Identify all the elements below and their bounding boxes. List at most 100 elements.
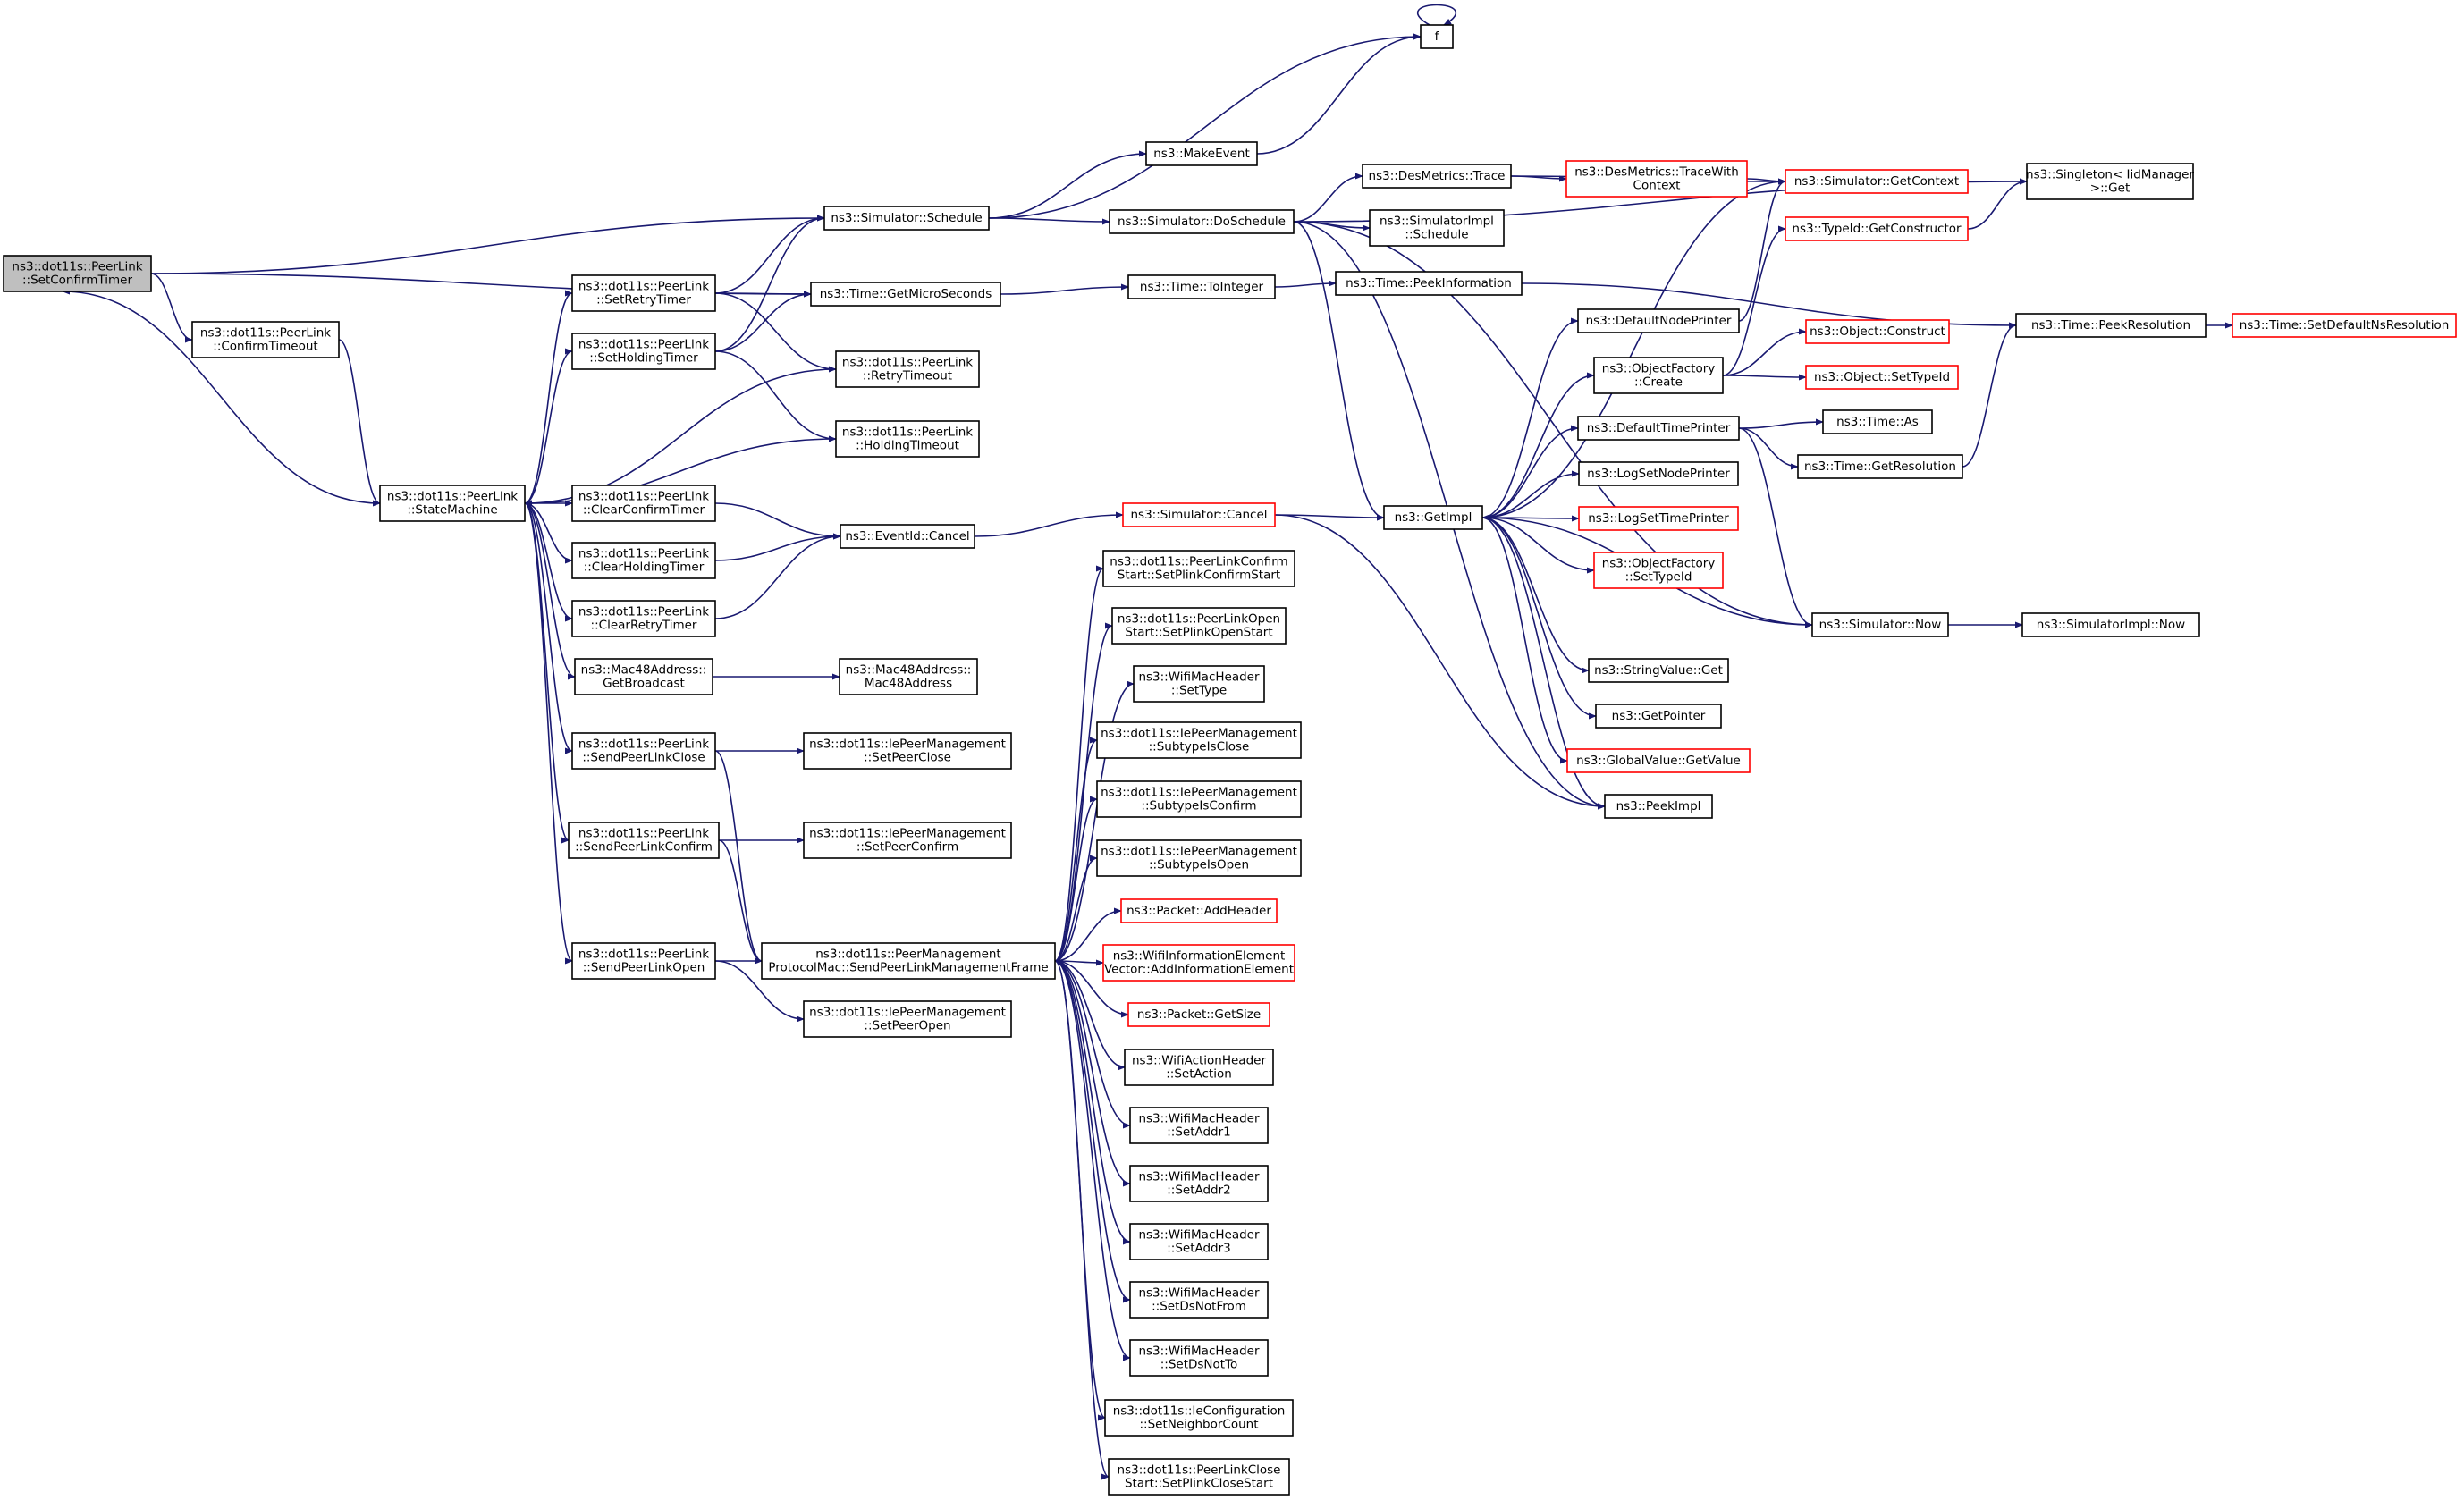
node-clearretrytimer[interactable]: ns3::dot11s::PeerLink::ClearRetryTimer [571, 600, 716, 637]
node-getresolution[interactable]: ns3::Time::GetResolution [1797, 454, 1963, 479]
node-setplinkopenstart[interactable]: ns3::dot11s::PeerLinkOpenStart::SetPlink… [1111, 607, 1287, 645]
node-confirmtimeout[interactable]: ns3::dot11s::PeerLink::ConfirmTimeout [191, 321, 340, 358]
node-singletonget[interactable]: ns3::Singleton< IidManager >::Get [2026, 163, 2194, 200]
node-subtypeisconfirm[interactable]: ns3::dot11s::IePeerManagement::SubtypeIs… [1096, 780, 1302, 818]
node-peekinformation[interactable]: ns3::Time::PeekInformation [1335, 271, 1523, 296]
node-makeevent[interactable]: ns3::MakeEvent [1145, 141, 1258, 166]
node-defaulttimeprinter[interactable]: ns3::DefaultTimePrinter [1577, 416, 1740, 441]
call-arrow [1481, 517, 1568, 764]
call-edge-sendpeerlinkclose-to-sendmgmtframe [714, 750, 763, 965]
node-box [571, 600, 716, 637]
node-label: ns3::Simulator::Schedule [831, 211, 982, 225]
node-timeas[interactable]: ns3::Time::As [1822, 409, 1933, 434]
node-retrytimeout[interactable]: ns3::dot11s::PeerLink::RetryTimeout [835, 350, 980, 388]
node-getbroadcast[interactable]: ns3::Mac48Address::GetBroadcast [574, 658, 713, 695]
call-edge-getimpl-to-objectfactorycreate [1481, 372, 1595, 518]
call-arrow [1738, 427, 1813, 628]
node-tointeger[interactable]: ns3::Time::ToInteger [1127, 274, 1276, 299]
call-edge-sendmgmtframe-to-setaddr3 [1054, 960, 1131, 1245]
node-defaultnodeprinter[interactable]: ns3::DefaultNodePrinter [1577, 308, 1740, 333]
node-getconstructor[interactable]: ns3::TypeId::GetConstructor [1785, 216, 1969, 241]
node-sendpeerlinkconfirm[interactable]: ns3::dot11s::PeerLink::SendPeerLinkConfi… [568, 822, 720, 859]
node-settype[interactable]: ns3::WifiMacHeader::SetType [1133, 665, 1265, 703]
call-edge-getimpl-to-factorysettypeid [1481, 517, 1595, 574]
call-edge-schedule-to-f [988, 33, 1422, 219]
node-doschedule[interactable]: ns3::Simulator::DoSchedule [1109, 209, 1295, 234]
call-edge-sendmgmtframe-to-subtypeisopen [1054, 855, 1098, 962]
node-getimpl[interactable]: ns3::GetImpl [1383, 505, 1483, 530]
node-setdsnotfrom[interactable]: ns3::WifiMacHeader::SetDsNotFrom [1129, 1281, 1269, 1319]
node-box [1578, 506, 1739, 531]
node-setaddr2[interactable]: ns3::WifiMacHeader::SetAddr2 [1129, 1165, 1269, 1202]
node-setaddr3[interactable]: ns3::WifiMacHeader::SetAddr3 [1129, 1223, 1269, 1260]
node-objectsettypeid[interactable]: ns3::Object::SetTypeId [1805, 365, 1959, 390]
node-setdsnotto[interactable]: ns3::WifiMacHeader::SetDsNotTo [1129, 1339, 1269, 1377]
node-getpointer[interactable]: ns3::GetPointer [1595, 704, 1722, 729]
node-clearholdingtimer[interactable]: ns3::dot11s::PeerLink::ClearHoldingTimer [571, 542, 716, 579]
node-label: ::SetDsNotTo [1160, 1358, 1238, 1372]
node-box [803, 1000, 1012, 1038]
node-setholdingtimer[interactable]: ns3::dot11s::PeerLink::SetHoldingTimer [571, 333, 716, 370]
node-mac48address[interactable]: ns3::Mac48Address::Mac48Address [839, 658, 978, 695]
node-addinfoelement[interactable]: ns3::WifiInformationElementVector::AddIn… [1102, 944, 1295, 982]
node-box [1122, 502, 1276, 527]
node-logsettimeprinter[interactable]: ns3::LogSetTimePrinter [1578, 506, 1739, 531]
call-edge-makeevent-to-f [1256, 33, 1422, 155]
node-sendpeerlinkopen[interactable]: ns3::dot11s::PeerLink::SendPeerLinkOpen [571, 942, 716, 980]
node-f[interactable]: f [1420, 24, 1454, 49]
node-setplinkconfirmstart[interactable]: ns3::dot11s::PeerLinkConfirmStart::SetPl… [1102, 550, 1295, 587]
node-setaddr1[interactable]: ns3::WifiMacHeader::SetAddr1 [1129, 1107, 1269, 1144]
node-logsetnodeprinter[interactable]: ns3::LogSetNodePrinter [1578, 461, 1739, 486]
call-arrow [1256, 33, 1422, 155]
node-desmetricstrace[interactable]: ns3::DesMetrics::Trace [1362, 164, 1512, 189]
node-setdefaultnsresolution[interactable]: ns3::Time::SetDefaultNsResolution [2232, 313, 2457, 338]
node-simnow[interactable]: ns3::Simulator::Now [1811, 612, 1949, 637]
call-arrow [524, 368, 837, 507]
node-stringvalueget[interactable]: ns3::StringValue::Get [1588, 658, 1729, 683]
node-box [1145, 141, 1258, 166]
node-setaction[interactable]: ns3::WifiActionHeader::SetAction [1124, 1049, 1274, 1086]
node-sendpeerlinkclose[interactable]: ns3::dot11s::PeerLink::SendPeerLinkClose [571, 732, 716, 770]
node-clearconfirmtimer[interactable]: ns3::dot11s::PeerLink::ClearConfirmTimer [571, 485, 716, 522]
node-box [1822, 409, 1933, 434]
node-getmicroseconds[interactable]: ns3::Time::GetMicroSeconds [810, 282, 1001, 307]
node-setpeerclose[interactable]: ns3::dot11s::IePeerManagement::SetPeerCl… [803, 732, 1012, 770]
node-setplinkclosestart[interactable]: ns3::dot11s::PeerLinkCloseStart::SetPlin… [1108, 1458, 1290, 1496]
node-simcancel[interactable]: ns3::Simulator::Cancel [1122, 502, 1276, 527]
node-getsize[interactable]: ns3::Packet::GetSize [1127, 1002, 1270, 1027]
node-box [191, 321, 340, 358]
node-addheader[interactable]: ns3::Packet::AddHeader [1120, 898, 1278, 923]
node-simimplnow[interactable]: ns3::SimulatorImpl::Now [2021, 612, 2200, 637]
node-statemachine[interactable]: ns3::dot11s::PeerLink::StateMachine [379, 485, 526, 522]
node-holdingtimeout[interactable]: ns3::dot11s::PeerLink::HoldingTimeout [835, 420, 980, 458]
node-objectfactorycreate[interactable]: ns3::ObjectFactory::Create [1593, 357, 1724, 394]
node-factorysettypeid[interactable]: ns3::ObjectFactory::SetTypeId [1593, 552, 1724, 589]
node-globalvalueget[interactable]: ns3::GlobalValue::GetValue [1566, 748, 1751, 773]
node-box [568, 822, 720, 859]
call-edge-sendmgmtframe-to-subtypeisconfirm [1054, 796, 1098, 962]
node-label: ns3::Time::ToInteger [1140, 280, 1264, 294]
node-label: ns3::dot11s::PeerLink [842, 356, 973, 370]
node-label: ns3::PeekImpl [1616, 799, 1701, 813]
node-label: ::SetAddr3 [1167, 1242, 1231, 1256]
node-simimplschedule[interactable]: ns3::SimulatorImpl::Schedule [1369, 209, 1505, 247]
node-subtypeisclose[interactable]: ns3::dot11s::IePeerManagement::SubtypeIs… [1096, 721, 1302, 759]
node-label: ::SetNeighborCount [1139, 1418, 1258, 1432]
node-sendmgmtframe[interactable]: ns3::dot11s::PeerManagementProtocolMac::… [761, 942, 1056, 980]
node-peekimpl[interactable]: ns3::PeekImpl [1604, 794, 1713, 819]
node-peekresolution[interactable]: ns3::Time::PeekResolution [2015, 313, 2207, 338]
node-getcontext[interactable]: ns3::Simulator::GetContext [1785, 169, 1969, 194]
node-eventidcancel[interactable]: ns3::EventId::Cancel [840, 524, 975, 549]
node-box [803, 732, 1012, 770]
node-box [1785, 169, 1969, 194]
call-edge-root-to-schedule [150, 215, 825, 274]
node-setpeeropen[interactable]: ns3::dot11s::IePeerManagement::SetPeerOp… [803, 1000, 1012, 1038]
node-setretrytimer[interactable]: ns3::dot11s::PeerLink::SetRetryTimer [571, 274, 716, 312]
node-subtypeisopen[interactable]: ns3::dot11s::IePeerManagement::SubtypeIs… [1096, 839, 1302, 877]
node-setneighborcount[interactable]: ns3::dot11s::IeConfiguration::SetNeighbo… [1104, 1399, 1294, 1437]
call-arrow [1481, 517, 1595, 574]
node-schedule[interactable]: ns3::Simulator::Schedule [823, 206, 990, 231]
node-objectconstruct[interactable]: ns3::Object::Construct [1805, 319, 1950, 344]
node-setpeerconfirm[interactable]: ns3::dot11s::IePeerManagement::SetPeerCo… [803, 822, 1012, 859]
